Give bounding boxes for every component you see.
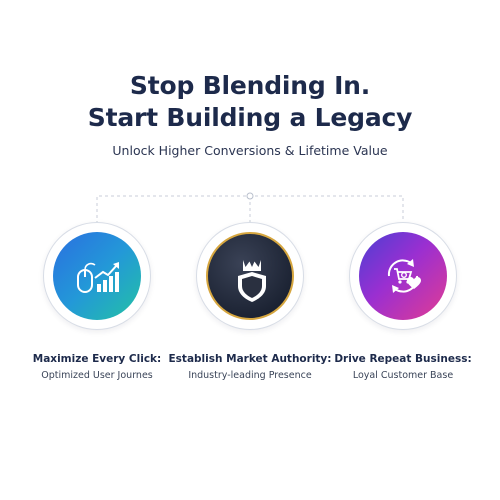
feature-title: Drive Repeat Business: <box>334 353 472 365</box>
headline-line-1: Stop Blending In. <box>129 71 371 100</box>
crown-shield-icon <box>238 260 266 302</box>
mouse-growth-chart-icon <box>77 262 119 293</box>
headline: Stop Blending In. Start Building a Legac… <box>0 70 500 134</box>
cart-heart-cycle-icon <box>387 259 421 293</box>
feature-disc-repeat <box>359 232 447 320</box>
feature-caption-repeat: Drive Repeat Business: Loyal Customer Ba… <box>318 352 488 382</box>
feature-disc-authority <box>206 232 294 320</box>
feature-subtitle: Industry-leading Presence <box>188 370 312 381</box>
feature-circle-repeat <box>349 222 457 330</box>
feature-caption-authority: Establish Market Authority: Industry-lea… <box>165 352 335 382</box>
feature-title: Maximize Every Click: <box>32 353 162 365</box>
feature-circle-authority <box>196 222 304 330</box>
headline-line-2: Start Building a Legacy <box>87 103 413 132</box>
feature-circle-clicks <box>43 222 151 330</box>
feature-disc-clicks <box>53 232 141 320</box>
feature-subtitle: Optimized User Journes <box>41 370 153 381</box>
feature-caption-clicks: Maximize Every Click: Optimized User Jou… <box>12 352 182 382</box>
feature-title: Establish Market Authority: <box>168 353 332 365</box>
subheadline: Unlock Higher Conversions & Lifetime Val… <box>112 143 388 158</box>
feature-subtitle: Loyal Customer Base <box>352 370 454 381</box>
